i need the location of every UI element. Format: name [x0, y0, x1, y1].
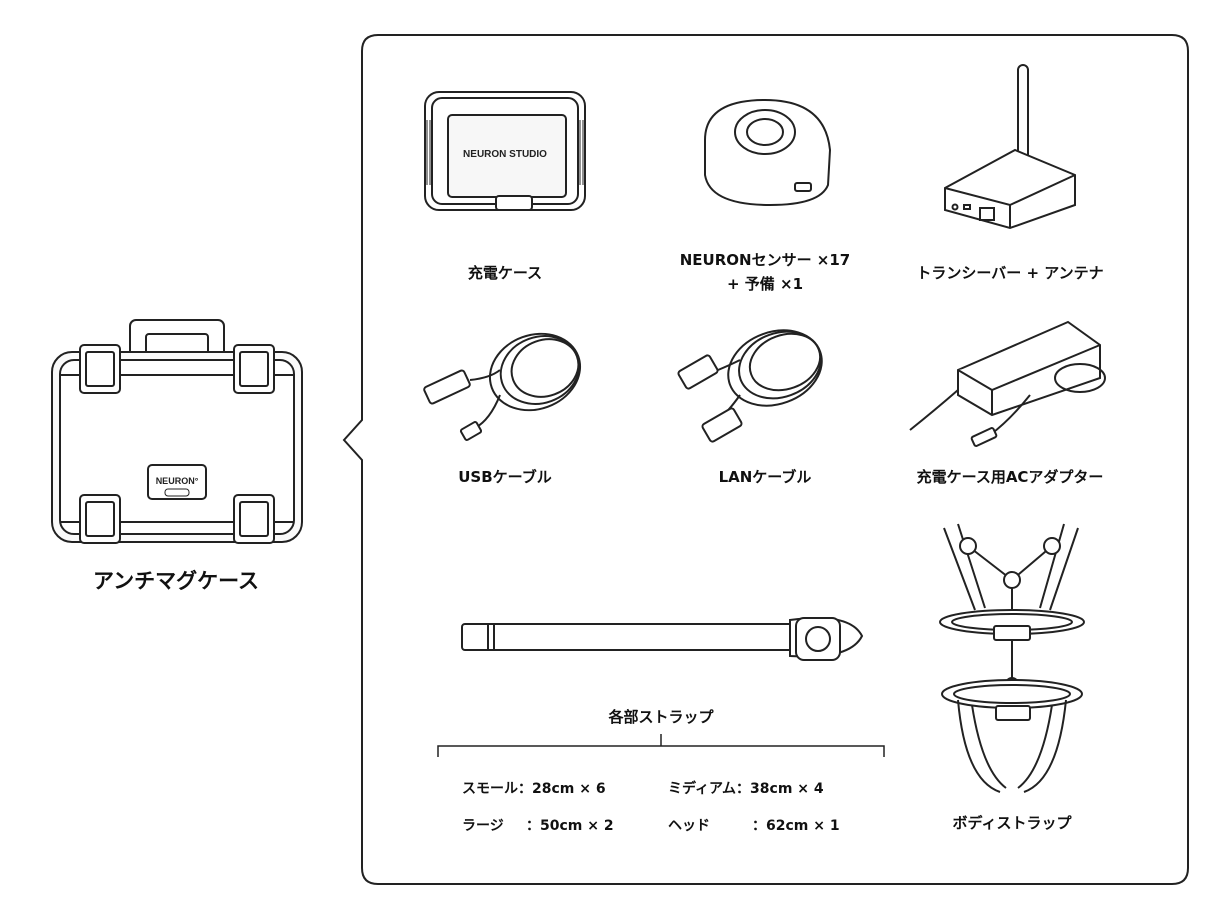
ac-adapter-drawing — [909, 320, 1106, 447]
strap-size-name: ラージ — [462, 818, 504, 834]
strap-size-spec: 62cm × 1 — [766, 818, 840, 834]
callout-panel — [342, 34, 1189, 885]
sensor-label-line2: + 予備 ×1 — [726, 275, 804, 293]
usb-cable-drawing — [423, 332, 582, 441]
ac-adapter-label: 充電ケース用ACアダプター — [916, 468, 1104, 486]
strap-size-small: スモール：28cm × 6 — [462, 778, 606, 798]
segment-strap-drawing — [461, 617, 864, 661]
lan-cable-drawing — [677, 329, 823, 443]
strap-size-name: ヘッド — [668, 818, 710, 834]
charging-case-drawing — [424, 91, 586, 211]
strap-size-medium: ミディアム：38cm × 4 — [668, 778, 824, 798]
strap-size-spec: 28cm × 6 — [532, 781, 606, 797]
transceiver-drawing — [944, 64, 1076, 230]
strap-size-bracket — [437, 734, 885, 757]
strap-size-name: ミディアム — [668, 781, 737, 797]
body-strap-label: ボディストラップ — [952, 814, 1072, 832]
strap-size-sep: ： — [736, 781, 751, 797]
sensor-drawing — [704, 98, 832, 207]
usb-cable-label: USBケーブル — [458, 468, 552, 486]
strap-size-sep: ： — [518, 781, 532, 797]
anti-mag-case-label: アンチマグケース — [92, 569, 260, 593]
strap-size-sep: ： — [752, 818, 766, 834]
strap-size-head: ヘッド ：62cm × 1 — [668, 815, 840, 835]
anti-mag-case-drawing — [51, 319, 303, 544]
strap-size-sep: ： — [526, 818, 540, 834]
strap-size-spec: 50cm × 2 — [540, 818, 614, 834]
charging-case-label: 充電ケース — [467, 264, 543, 282]
strap-size-spec: 38cm × 4 — [750, 781, 824, 797]
sensor-label-line1: NEURONセンサー ×17 — [679, 251, 851, 269]
transceiver-label: トランシーバー + アンテナ — [916, 264, 1104, 282]
strap-size-name: スモール — [462, 781, 518, 797]
case-logo-text: NEURON° — [156, 476, 199, 486]
lan-cable-label: LANケーブル — [718, 468, 812, 486]
body-strap-drawing — [939, 523, 1085, 793]
strap-size-large: ラージ ：50cm × 2 — [462, 815, 614, 835]
charging-case-logo: NEURON STUDIO — [463, 149, 547, 160]
segment-straps-label: 各部ストラップ — [608, 708, 714, 726]
